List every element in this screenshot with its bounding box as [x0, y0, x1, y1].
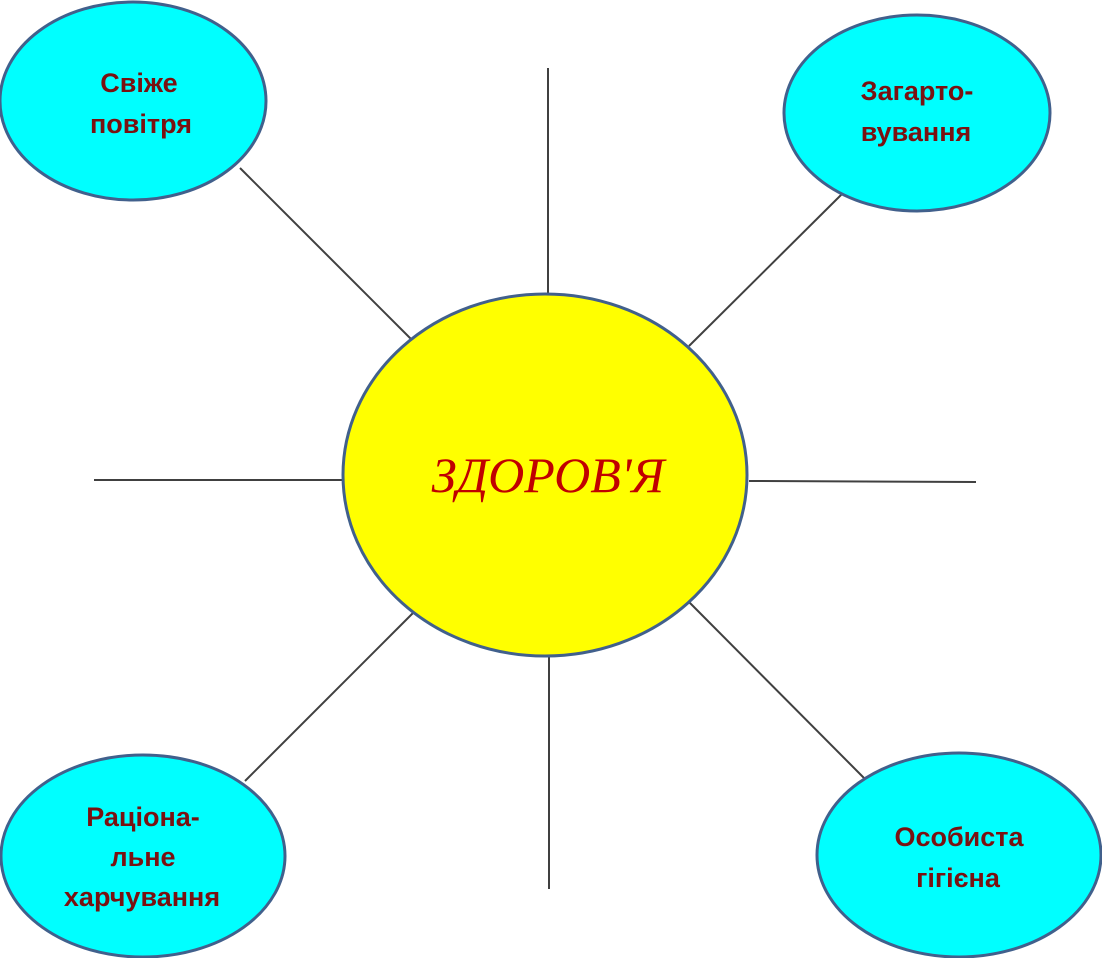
node-nutrition: Раціона- льне харчування — [0, 753, 287, 958]
connector-fresh-air — [239, 167, 413, 341]
node-nutrition-line1: Раціона- — [86, 802, 200, 832]
node-fresh-air-line1: Свіже — [100, 68, 177, 98]
node-nutrition-line2: льне — [110, 842, 175, 872]
connector-hardening — [688, 193, 843, 347]
center-ellipse — [341, 292, 749, 658]
connector-right — [748, 480, 977, 483]
node-hardening-line1: Загарто- — [861, 76, 974, 106]
connector-hygiene — [688, 601, 865, 779]
node-hygiene-line1: Особиста — [894, 822, 1024, 852]
connector-lines — [94, 68, 977, 889]
node-hygiene: Особиста гігієна — [815, 751, 1102, 958]
node-fresh-air-line2: повітря — [90, 109, 192, 139]
node-hygiene-line2: гігієна — [916, 863, 1001, 893]
node-hardening: Загарто- вування — [782, 13, 1052, 213]
node-fresh-air-ellipse — [0, 0, 268, 202]
node-nutrition-ellipse — [0, 753, 287, 958]
connector-nutrition — [244, 611, 415, 782]
node-hardening-line2: вування — [861, 117, 972, 147]
node-nutrition-line3: харчування — [64, 882, 220, 912]
center-node: ЗДОРОВ'Я — [341, 292, 749, 658]
center-label: ЗДОРОВ'Я — [432, 447, 668, 503]
node-hardening-ellipse — [782, 13, 1052, 213]
node-fresh-air: Свіже повітря — [0, 0, 268, 202]
node-hygiene-ellipse — [815, 751, 1102, 958]
